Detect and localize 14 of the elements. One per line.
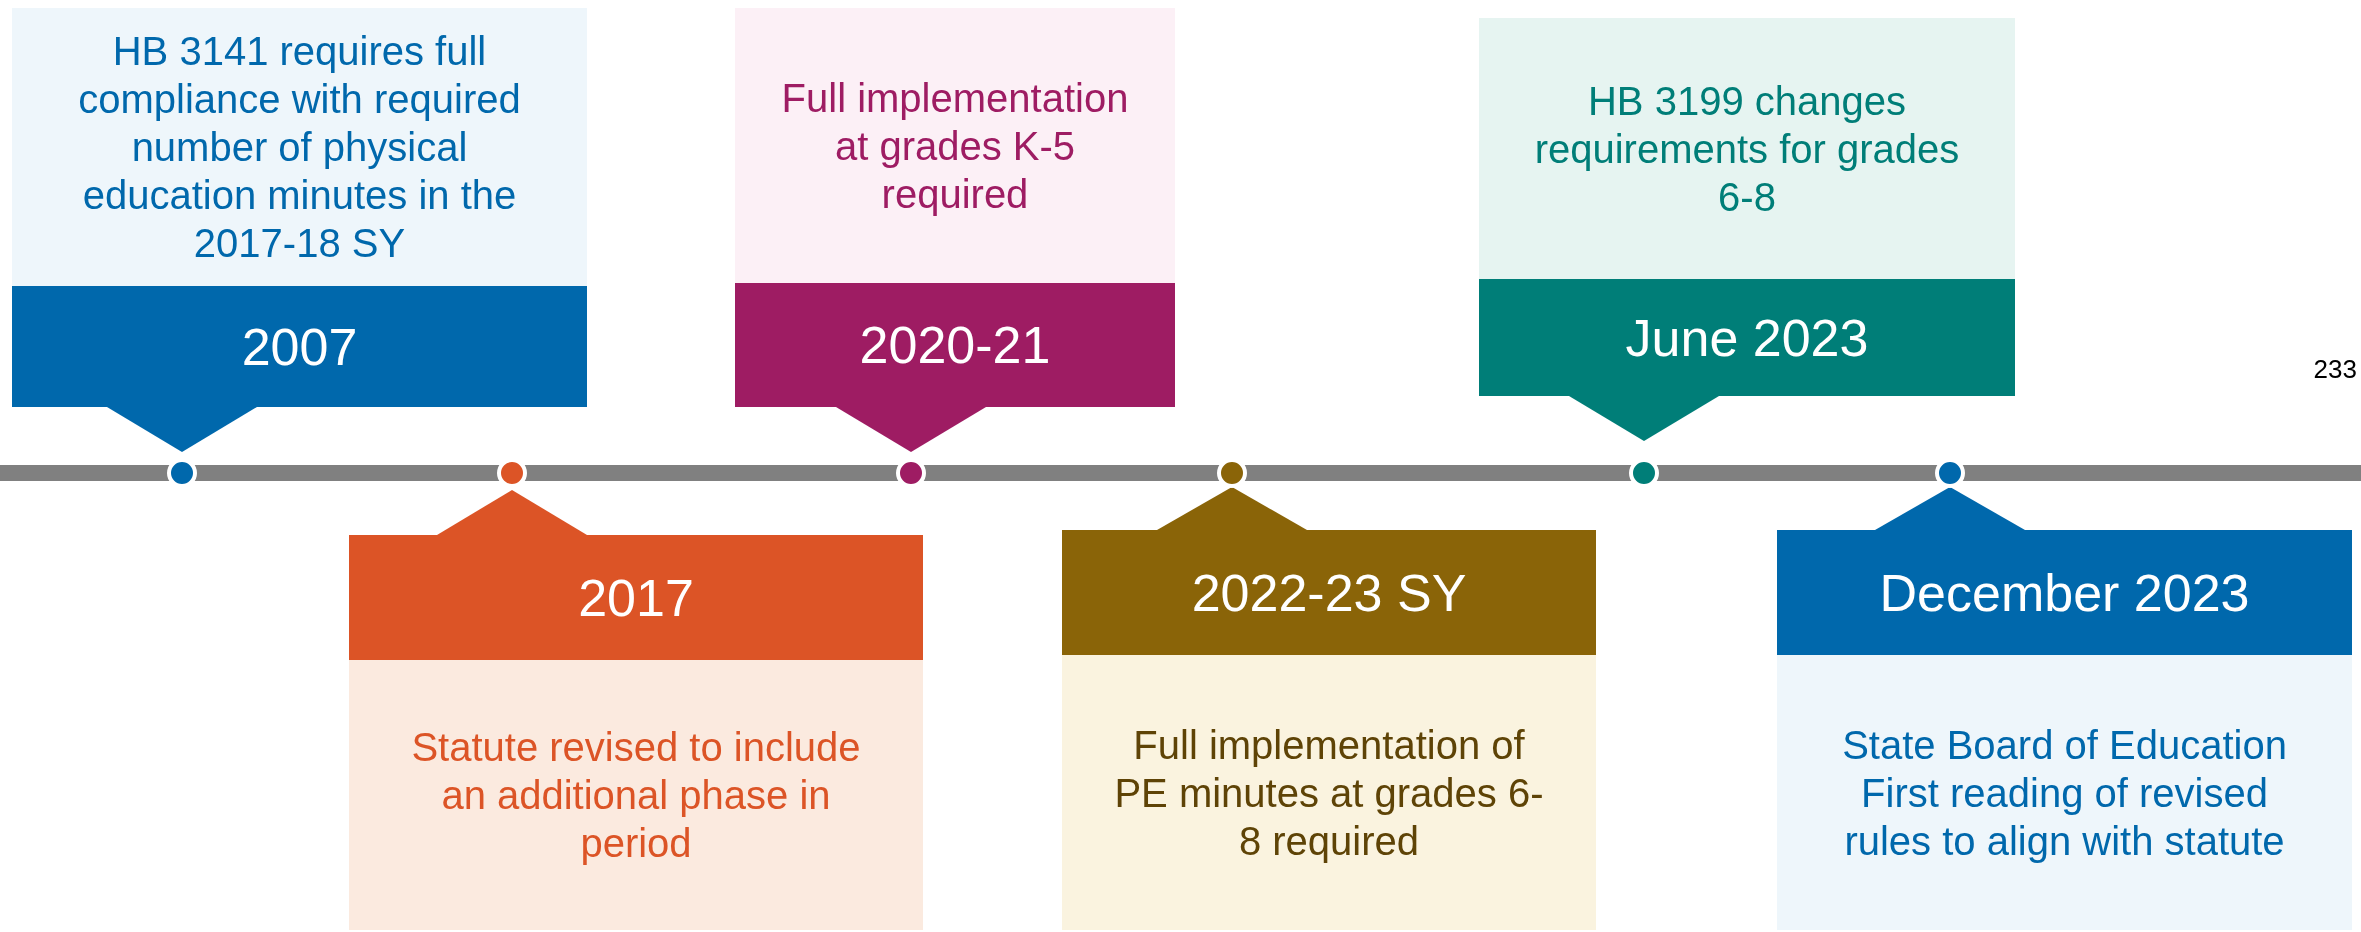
callout-pointer xyxy=(437,490,587,535)
callout-pointer xyxy=(1157,487,1307,530)
callout-pointer xyxy=(1875,487,2025,530)
callout-pointer xyxy=(107,407,257,452)
description-panel: HB 3199 changes requirements for grades 6-8 xyxy=(1479,18,2015,279)
callout-pointer xyxy=(836,407,986,452)
callout-pointer xyxy=(1569,396,1719,441)
description-panel: Full implementation at grades K-5 required xyxy=(735,8,1175,283)
timeline-bar xyxy=(0,465,2361,481)
description-panel: HB 3141 requires full compliance with required number of physical education minutes in the 2017-18 SY xyxy=(12,8,587,286)
description-panel: Statute revised to include an additional phase in period xyxy=(349,660,923,930)
description-panel: State Board of Education First reading of revised rules to align with statute xyxy=(1777,655,2352,930)
page-number: 233 xyxy=(2313,354,2357,385)
description-panel: Full implementation of PE minutes at grades 6-8 required xyxy=(1062,655,1596,930)
